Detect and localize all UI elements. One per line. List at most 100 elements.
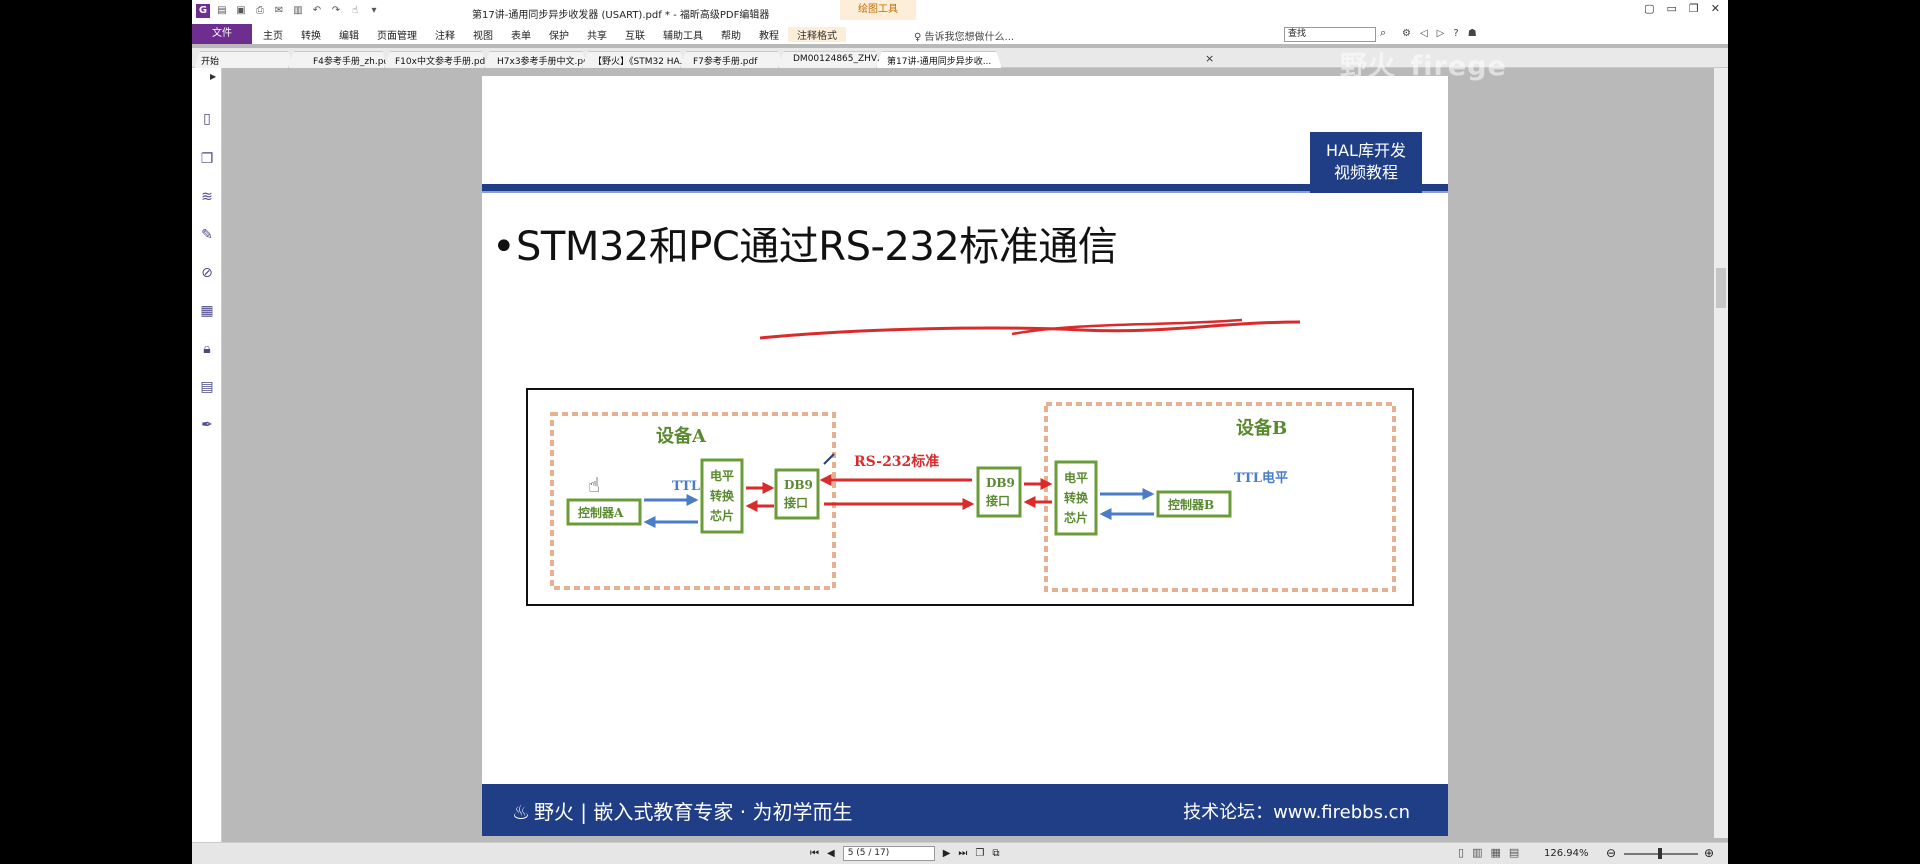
signature-icon[interactable]: ▦ [200,303,214,319]
zoom-level[interactable]: 126.94% [1544,848,1589,859]
menu-connect[interactable]: 互联 [625,30,645,42]
document-tab-bar: 开始 F4参考手册_zh.pdf F10x中文参考手册.pdf H7x3参考手册… [192,48,1728,68]
footer-brand: 野火 [533,800,574,824]
menu-share[interactable]: 共享 [587,30,607,42]
vertical-scrollbar[interactable] [1714,68,1728,838]
db9-a-box [774,468,820,520]
search-icon[interactable]: ⌕ [1380,26,1387,39]
previous-page-icon[interactable]: ◀ [827,848,835,859]
pages-icon[interactable]: ❐ [200,151,214,167]
expand-panel-icon[interactable]: ▶ [210,72,217,81]
device-b-region [1044,402,1396,592]
close-window-button[interactable]: ✕ [1710,2,1720,15]
pdf-editor-window: G ▤ ▣ ⎙ ✉ ▥ ↶ ↷ ☝ ▾ 第17讲-通用同步异步收发器 (USAR… [192,0,1728,864]
contextual-tab-drawing-tools[interactable]: 绘图工具 [840,0,916,20]
diagram-svg: 设备A 设备B ☝ TTL电平 TTL电平 控制器A 电平 转换 芯片 [550,402,1396,592]
menu-edit[interactable]: 编辑 [339,30,359,42]
menu-protect[interactable]: 保护 [549,30,569,42]
print-icon[interactable]: ⎙ [256,5,264,16]
scrollbar-thumb[interactable] [1716,268,1726,308]
menu-comment[interactable]: 注释 [435,30,455,42]
facing-page-icon[interactable]: ▦ [1490,846,1501,859]
tab-f4-manual[interactable]: F4参考手册_zh.pdf [288,51,388,68]
app-logo-icon: G [196,4,210,18]
user-icon[interactable]: ☗ [1467,28,1477,39]
back-icon[interactable]: ◁ [1419,28,1428,39]
menu-comment-format[interactable]: 注释格式 [788,26,846,42]
settings-icon[interactable]: ⚙ [1402,28,1411,39]
menu-tutorial[interactable]: 教程 [759,30,779,42]
open-icon[interactable]: ▤ [217,5,227,16]
tab-h7x3-manual[interactable]: H7x3参考手册中文.pdf [484,51,588,68]
controller-a-label: 控制器A [578,505,624,520]
device-b-label: 设备B [1236,417,1287,439]
restore-button[interactable]: ❐ [1688,2,1699,15]
zoom-in-icon[interactable]: ⊕ [1704,846,1715,860]
minimize-button[interactable]: ▭ [1666,2,1677,15]
clipboard-icon[interactable]: ▥ [293,5,303,16]
tab-start[interactable]: 开始 [194,51,294,68]
badge-line1: HAL库开发 [1326,141,1406,160]
layers-icon[interactable]: ≋ [201,189,213,205]
menu-view[interactable]: 视图 [473,30,493,42]
tab-stm32-hal[interactable]: 【野火】《STM32 HA... [582,51,686,68]
chip-a-line2: 转换 [710,488,735,503]
single-page-icon[interactable]: ▯ [1458,846,1465,859]
forward-icon[interactable]: ▷ [1436,28,1445,39]
tab-lesson17[interactable]: 第17讲-通用同步异步收... [876,51,1002,68]
fire-logo-icon: ♨ [512,800,530,824]
db9-b-line2: 接口 [986,493,1010,508]
continuous-page-icon[interactable]: ▥ [1472,846,1483,859]
hand-cursor-icon: ☝ [588,473,600,497]
menu-help[interactable]: 帮助 [721,30,741,42]
redo-icon[interactable]: ↷ [331,5,341,16]
db9-b-box [976,466,1022,518]
tab-f7-manual[interactable]: F7参考手册.pdf [680,51,784,68]
help-icon[interactable]: ? [1453,28,1459,39]
close-tab-icon[interactable]: × [1205,52,1215,65]
comments-icon[interactable]: ✎ [201,227,213,243]
zoom-slider-handle[interactable] [1658,848,1662,859]
page-thumbnail-icon[interactable]: ▯ [203,111,211,127]
chip-a-line1: 电平 [710,468,734,483]
slide-top-bar-thin [482,191,1448,193]
menu-home[interactable]: 主页 [263,30,283,42]
badge-line2: 视频教程 [1333,163,1398,182]
copy-page-icon[interactable]: ❐ [975,848,985,859]
menu-convert[interactable]: 转换 [301,30,321,42]
footer-left: ♨野火 | 嵌入式教育专家 · 为初学而生 [512,796,852,825]
mail-icon[interactable]: ✉ [274,5,284,16]
menu-form[interactable]: 表单 [511,30,531,42]
layout-button[interactable]: ▢ [1644,2,1655,15]
hal-course-badge: HAL库开发 视频教程 [1310,132,1422,193]
last-page-icon[interactable]: ⏭ [958,848,968,859]
undo-icon[interactable]: ↶ [312,5,322,16]
cover-page-icon[interactable]: ▤ [1508,846,1520,859]
tab-dm00124865[interactable]: DM00124865_ZHV2.pdf [778,51,882,68]
fit-page-icon[interactable]: ⧉ [992,848,1000,859]
attachment-icon[interactable]: ⊘ [201,265,213,281]
save-icon[interactable]: ▣ [236,5,246,16]
tell-me-box[interactable]: ♀ 告诉我您想做什么... [914,28,1014,43]
handwritten-underline [759,318,1301,340]
hand-tool-icon[interactable]: ☝ [351,5,359,16]
page-number-input[interactable]: 5 (5 / 17) [842,846,935,861]
edit-tool-icon[interactable]: ✒ [201,417,213,433]
slide-footer: ♨野火 | 嵌入式教育专家 · 为初学而生 技术论坛：www.firebbs.c… [482,784,1448,836]
next-page-icon[interactable]: ▶ [942,848,951,859]
customize-icon[interactable]: ▾ [371,5,377,16]
search-input[interactable]: 查找 [1284,27,1376,42]
zoom-out-icon[interactable]: ⊖ [1606,846,1617,860]
pdf-page: HAL库开发 视频教程 •STM32和PC通过RS-232标准通信 设备A 设备… [482,76,1448,836]
menu-page-manage[interactable]: 页面管理 [377,30,417,42]
slide-heading: •STM32和PC通过RS-232标准通信 [492,214,1118,272]
form-fields-icon[interactable]: ▤ [200,379,214,395]
menu-file[interactable]: 文件 [192,24,252,44]
db9-a-line1: DB9 [784,478,813,492]
view-mode-buttons: ▯ ▥ ▦ ▤ [1458,846,1519,859]
menu-accessibility[interactable]: 辅助工具 [663,30,703,42]
chip-b-line1: 电平 [1064,470,1088,485]
first-page-icon[interactable]: ⏮ [810,848,819,859]
tab-f10x-manual[interactable]: F10x中文参考手册.pdf [384,51,488,68]
lock-icon[interactable]: 🔒︎ [203,341,211,357]
